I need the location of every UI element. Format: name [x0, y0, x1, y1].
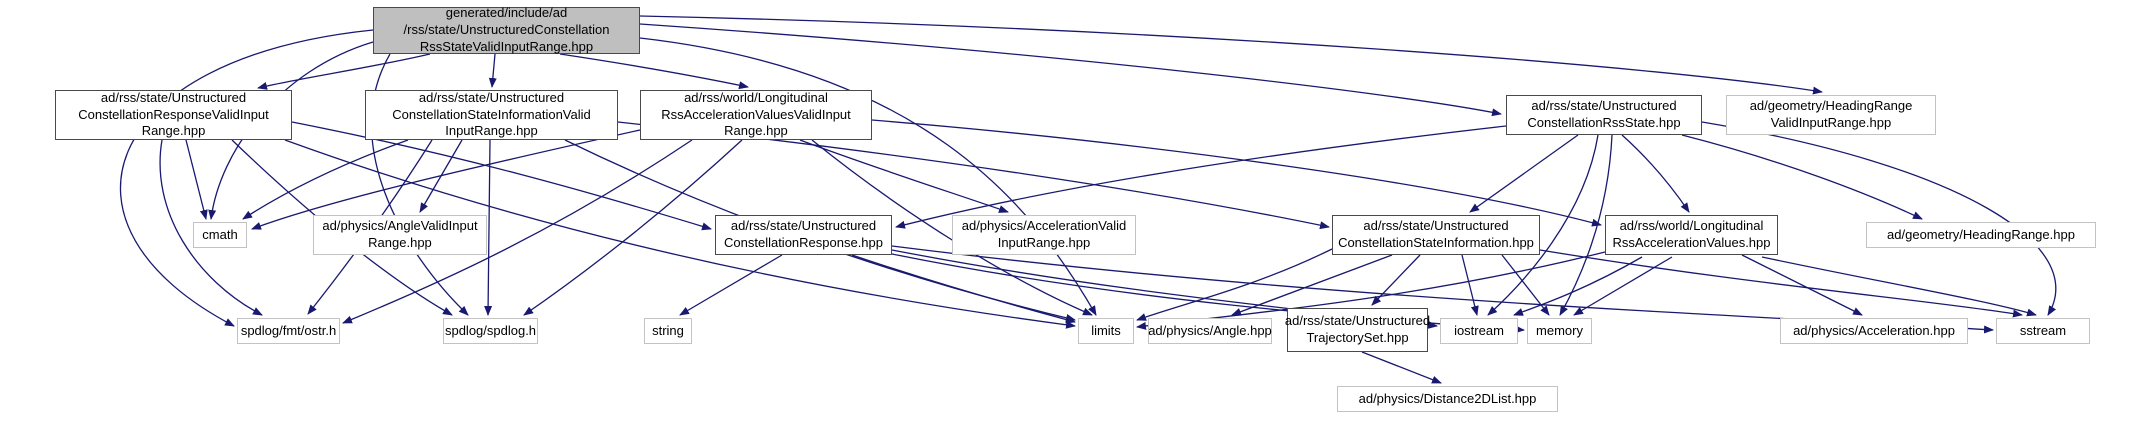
- edge-root-to-accel-vir: [559, 53, 749, 90]
- node-label: ad/physics/Acceleration.hpp: [1793, 322, 1955, 338]
- edge-resp-vir-to-limits: [284, 139, 1076, 329]
- node-label: sstream: [2019, 322, 2067, 338]
- node-label: ad/physics/AccelerationValid InputRange.…: [961, 218, 1127, 250]
- node-distance-2d-list: ad/physics/Distance2DList.hpp: [1337, 386, 1558, 412]
- node-string: string: [644, 318, 692, 344]
- node-constellation-response[interactable]: ad/rss/state/Unstructured ConstellationR…: [715, 215, 892, 255]
- node-label: ad/geometry/HeadingRange.hpp: [1887, 226, 2075, 242]
- edge-rss-state-to-si: [1469, 134, 1579, 213]
- edge-lrav-to-acc: [1741, 254, 1863, 316]
- edge-lrav-to-memory: [1573, 256, 1673, 316]
- node-sstream: sstream: [1996, 318, 2090, 344]
- edge-root-to-spdlog: [370, 53, 469, 316]
- node-label: ad/geometry/HeadingRange ValidInputRange…: [1749, 98, 1913, 130]
- edge-resp-vir-to-resp: [291, 121, 712, 231]
- node-label: iostream: [1454, 322, 1504, 338]
- edge-root-to-rss-state: [639, 23, 1502, 117]
- node-label: spdlog/spdlog.h: [444, 322, 537, 338]
- node-unstructured-trajectory-set[interactable]: ad/rss/state/Unstructured TrajectorySet.…: [1284, 308, 1431, 352]
- node-angle-valid-input-range: ad/physics/AngleValidInput Range.hpp: [313, 215, 487, 255]
- edge-rss-state-to-resp: [895, 125, 1507, 229]
- node-spdlog-spdlog: spdlog/spdlog.h: [443, 318, 538, 344]
- node-longitudinal-rss-acceleration-values[interactable]: ad/rss/world/Longitudinal RssAcceleratio…: [1605, 215, 1778, 255]
- node-label: ad/rss/state/Unstructured ConstellationR…: [1527, 98, 1681, 130]
- node-label: ad/rss/state/Unstructured ConstellationR…: [724, 218, 883, 250]
- node-longitudinal-rss-acceleration-values-valid-input-range[interactable]: ad/rss/world/Longitudinal RssAcceleratio…: [640, 90, 872, 140]
- node-label: ad/physics/Distance2DList.hpp: [1358, 390, 1537, 406]
- edge-resp-vir-to-cmath: [185, 139, 208, 220]
- edge-resp-to-limits: [851, 254, 1076, 324]
- edge-accel-vir-to-spdlog: [523, 139, 743, 316]
- node-heading-range: ad/geometry/HeadingRange.hpp: [1866, 222, 2096, 248]
- edge-root-to-hr-vir: [639, 15, 1823, 95]
- edge-root-to-resp-vir: [257, 53, 431, 90]
- edge-si-to-sstream: [1539, 249, 2023, 318]
- node-label: ad/rss/world/Longitudinal RssAcceleratio…: [661, 89, 851, 139]
- edge-lrav-to-iostream: [1513, 256, 1643, 316]
- edge-rss-state-to-lrav: [1621, 134, 1690, 213]
- node-label: memory: [1536, 322, 1583, 338]
- edge-root-to-ostr: [119, 29, 374, 327]
- edge-si-to-iostream: [1461, 254, 1479, 316]
- node-label: ad/rss/state/Unstructured TrajectorySet.…: [1284, 313, 1431, 345]
- edge-accel-vir-to-cmath: [251, 129, 641, 230]
- edge-accel-vir-to-lrav: [871, 119, 1602, 227]
- edge-resp-to-string: [679, 254, 783, 316]
- edge-rss-state-to-sstream: [1701, 121, 2057, 316]
- edge-si-vir-to-cmath: [242, 139, 409, 220]
- edge-accel-vir-to-ostr: [342, 139, 693, 324]
- edge-si-to-memory: [1501, 254, 1550, 316]
- node-memory: memory: [1527, 318, 1592, 344]
- node-label: cmath: [202, 226, 238, 242]
- node-root: generated/include/ad /rss/state/Unstruct…: [373, 5, 640, 54]
- edge-accel-vir-to-accel-valid: [799, 139, 1009, 213]
- edge-si-to-limits: [1136, 248, 1333, 321]
- node-physics-acceleration: ad/physics/Acceleration.hpp: [1780, 318, 1968, 344]
- node-cmath: cmath: [193, 222, 247, 248]
- node-acceleration-valid-input-range: ad/physics/AccelerationValid InputRange.…: [952, 215, 1136, 255]
- node-label: ad/physics/Angle.hpp: [1148, 322, 1272, 338]
- node-label: string: [652, 322, 684, 338]
- node-label: ad/rss/world/Longitudinal RssAcceleratio…: [1612, 218, 1771, 250]
- node-spdlog-fmt-ostr: spdlog/fmt/ostr.h: [237, 318, 340, 344]
- edge-resp-vir-to-ostr: [159, 139, 263, 316]
- node-label: ad/rss/state/Unstructured ConstellationS…: [392, 89, 591, 139]
- edge-root-to-si-vir: [488, 53, 497, 88]
- node-iostream: iostream: [1440, 318, 1518, 344]
- edge-lrav-to-sstream: [1761, 256, 2037, 317]
- node-label: ad/rss/state/Unstructured ConstellationS…: [1338, 218, 1534, 250]
- node-constellation-response-valid-input-range[interactable]: ad/rss/state/Unstructured ConstellationR…: [55, 90, 292, 140]
- edge-si-to-traj: [1371, 254, 1421, 306]
- node-label: ad/rss/state/Unstructured ConstellationR…: [78, 89, 269, 139]
- edge-rss-state-to-hr: [1681, 134, 1923, 220]
- edge-rss-state-to-iostream: [1487, 134, 1599, 316]
- node-constellation-state-information[interactable]: ad/rss/state/Unstructured ConstellationS…: [1332, 215, 1540, 255]
- node-physics-angle: ad/physics/Angle.hpp: [1148, 318, 1272, 344]
- edge-si-vir-to-spdlog: [484, 139, 493, 316]
- node-constellation-state-information-valid-input-range[interactable]: ad/rss/state/Unstructured ConstellationS…: [365, 90, 618, 140]
- node-heading-range-valid-input-range: ad/geometry/HeadingRange ValidInputRange…: [1726, 95, 1936, 135]
- edge-rss-state-to-memory: [1559, 134, 1613, 316]
- node-limits: limits: [1078, 318, 1134, 344]
- node-constellation-rss-state[interactable]: ad/rss/state/Unstructured ConstellationR…: [1506, 95, 1702, 135]
- edge-traj-to-d2l: [1361, 351, 1442, 384]
- node-label: spdlog/fmt/ostr.h: [240, 322, 337, 338]
- edge-si-to-angle: [1231, 254, 1393, 316]
- node-label: limits: [1091, 322, 1121, 338]
- node-label: ad/physics/AngleValidInput Range.hpp: [322, 218, 478, 250]
- node-root-label: generated/include/ad /rss/state/Unstruct…: [403, 5, 610, 54]
